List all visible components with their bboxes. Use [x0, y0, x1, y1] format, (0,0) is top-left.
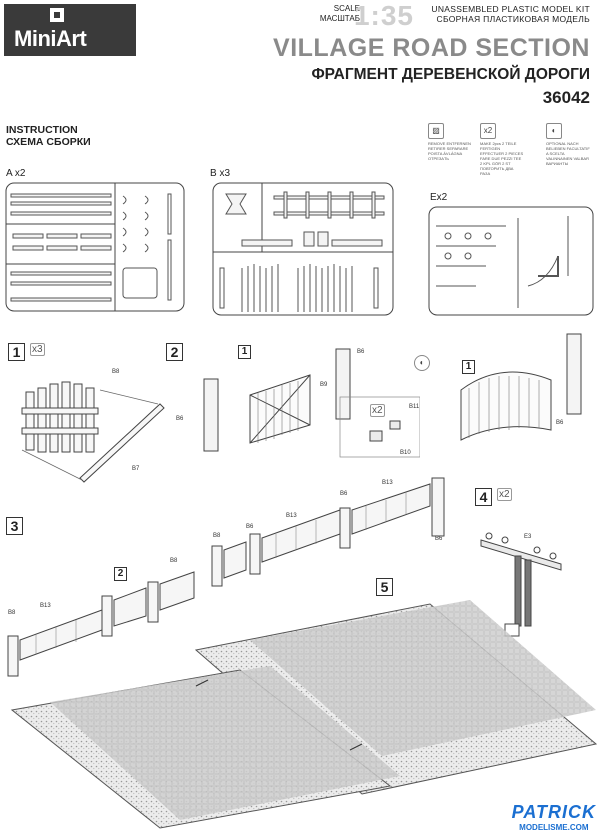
step-3-part-b6-a: B6 [340, 491, 348, 497]
step-5-number: 5 [376, 578, 393, 596]
step-2-optional-diagram [460, 333, 582, 441]
step-2-part-b11: B11 [409, 404, 420, 410]
kit-type: UNASSEMBLED PLASTIC MODEL KIT СБОРНАЯ ПЛ… [431, 4, 590, 24]
scale-label: SCALE МАСШТАБ [320, 4, 360, 24]
watermark-line2: MODELISME.COM [519, 823, 589, 832]
instruction-ru: СХЕМА СБОРКИ [6, 136, 91, 148]
optional-icon: ◐ [546, 123, 562, 139]
step-3-number: 3 [6, 517, 23, 535]
step-4-number: 4 [475, 488, 492, 506]
step-2-part-b9: B9 [320, 382, 328, 388]
step-2-ref-step: 1 [238, 345, 251, 359]
step-2-part-b6-left: B6 [176, 416, 184, 422]
step-2-number: 2 [166, 343, 183, 361]
watermark-line1: PATRICK [511, 802, 596, 822]
step-2-optional-ref: 1 [462, 360, 475, 374]
step-3-part-b8-c: B8 [213, 533, 221, 539]
step-4-part-e3: E3 [524, 534, 532, 540]
logo-flag-icon [50, 8, 64, 22]
step-3-part-b6-b: B6 [246, 524, 254, 530]
title-en: VILLAGE ROAD SECTION [273, 34, 590, 62]
scale-value: 1:35 [353, 0, 414, 31]
scale-label-ru: МАСШТАБ [319, 14, 360, 23]
remove-icon: ▨ [428, 123, 444, 139]
sprue-e-label: Ex2 [430, 192, 448, 203]
title-ru: ФРАГМЕНТ ДЕРЕВЕНСКОЙ ДОРОГИ [311, 66, 590, 83]
brand-name: MiniArt [14, 26, 87, 51]
make-two-text: MAKE 2pcs 2 TEILE FERTIGEN EFFECTUER 2 P… [480, 141, 524, 176]
optional-text: OPTIONAL NACH BELIEBEN FACULTATIF A SCEL… [546, 141, 590, 166]
kit-code: 36042 [542, 88, 590, 107]
step-2-optional-icon: ◐ [414, 355, 430, 371]
step-3-part-b13-c: B13 [40, 603, 51, 609]
step-3-part-b8-b: B8 [8, 610, 16, 616]
kit-type-ru: СБОРНАЯ ПЛАСТИКОВАЯ МОДЕЛЬ [436, 14, 590, 24]
step-2-optional-part-b6: B6 [556, 420, 564, 426]
instruction-heading: INSTRUCTION СХЕМА СБОРКИ [6, 124, 91, 148]
step-1-diagram [21, 381, 165, 483]
step-5-road-diagram [10, 600, 598, 829]
instruction-en: INSTRUCTION [6, 124, 78, 136]
step-3-part-b13-a: B13 [382, 480, 393, 486]
step-2-sub-multiplier: x2 [370, 404, 385, 417]
sprue-b-diagram [212, 182, 394, 316]
step-3-part-b8-a: B8 [170, 558, 178, 564]
symbol-legend: ▨ REMOVE ENTFERNEN RETIRER SEPARARE POIS… [428, 123, 598, 183]
step-2-part-b10: B10 [400, 450, 411, 456]
sprue-a-label: A x2 [6, 168, 26, 179]
sprue-e-diagram [428, 206, 594, 316]
make-two-icon: x2 [480, 123, 496, 139]
step-2-diagram [203, 348, 420, 458]
brand-logo: MiniArt [4, 4, 136, 56]
step-2-part-b6-top: B6 [357, 349, 365, 355]
step-1-part-b7: B7 [132, 466, 140, 472]
step-3-diagram [7, 477, 445, 677]
step-3-part-b6-c: B6 [435, 536, 443, 542]
step-3-part-b13-b: B13 [286, 513, 297, 519]
remove-text: REMOVE ENTFERNEN RETIRER SEPARARE POISTA… [428, 141, 471, 161]
step-1-multiplier: x3 [30, 343, 45, 356]
watermark: PATRICK MODELISME.COM [512, 802, 596, 832]
sprue-b-label: B x3 [210, 168, 231, 179]
step-4-diagram [480, 532, 562, 637]
step-1-number: 1 [8, 343, 25, 361]
kit-type-en: UNASSEMBLED PLASTIC MODEL KIT [431, 4, 590, 14]
scale-label-en: SCALE [333, 4, 360, 13]
step-3-ref-step: 2 [114, 567, 127, 581]
step-1-part-b8: B8 [112, 369, 120, 375]
step-4-multiplier: x2 [497, 488, 512, 501]
sprue-a-diagram [5, 182, 185, 312]
